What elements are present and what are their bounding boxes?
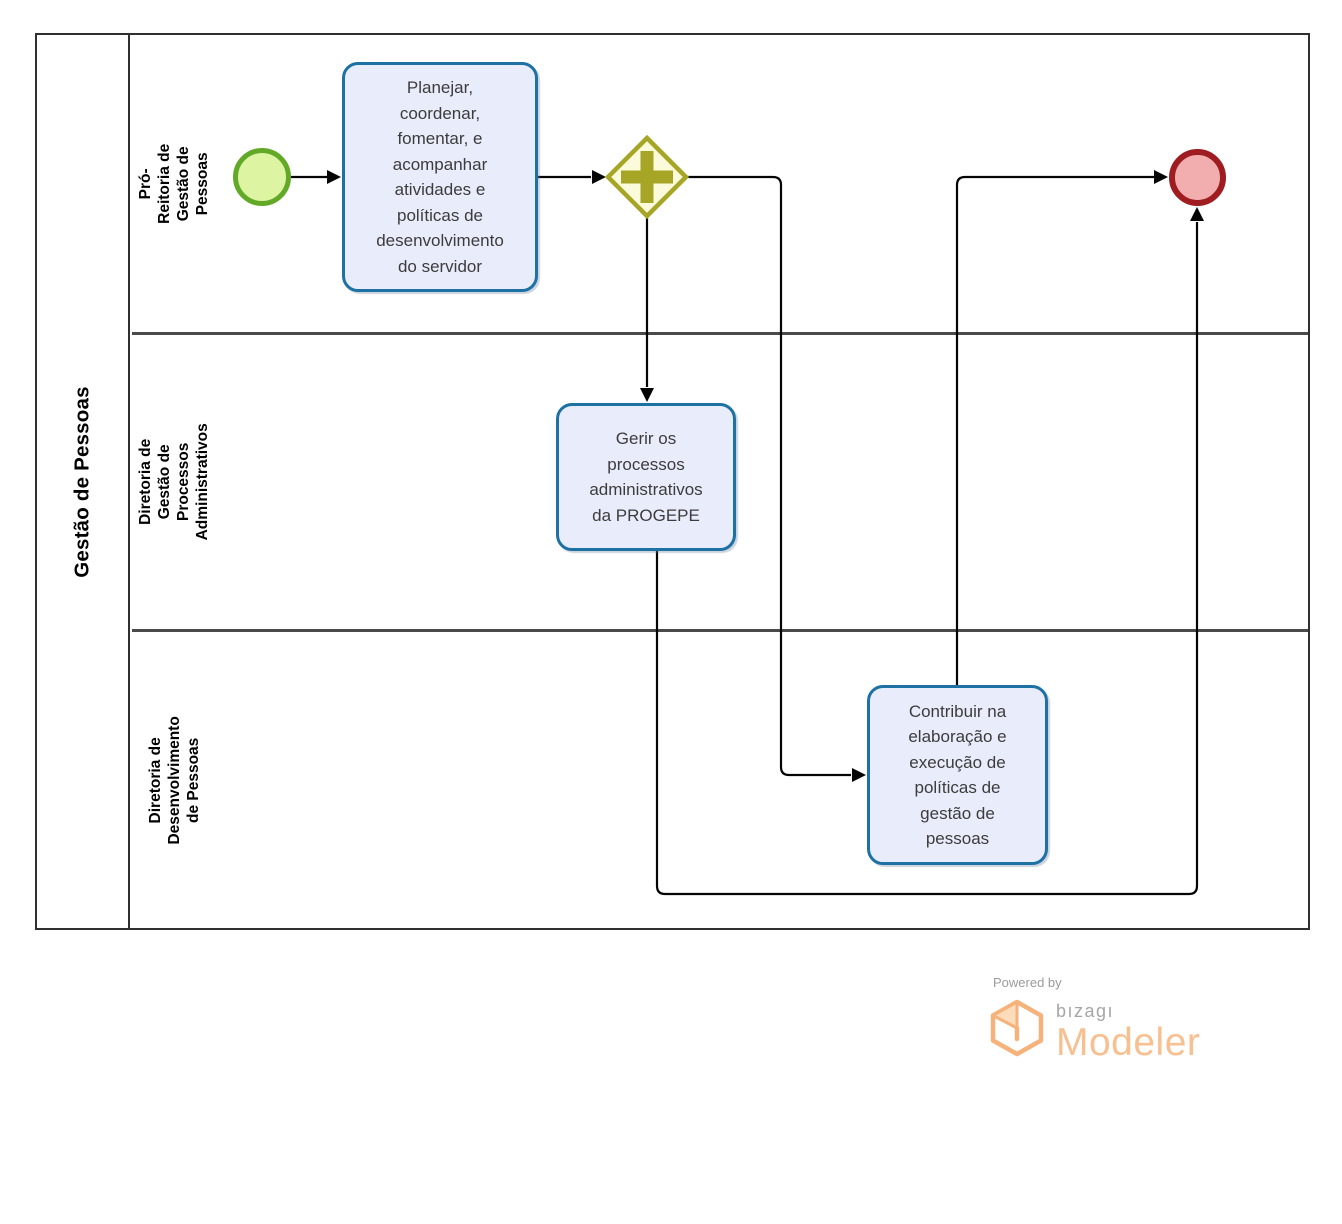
end-event[interactable] (1169, 149, 1226, 206)
bizagi-branding: Powered by bızagı Modeler (990, 975, 1250, 1062)
pool-label: Gestão de Pessoas (70, 385, 94, 578)
lane-label-diretoria-desenvolvimento: Diretoria de Desenvolvimento de Pessoas (146, 715, 202, 845)
start-event[interactable] (233, 148, 291, 206)
lane-pro-reitoria: Pró-Reitoria de Gestão de Pessoas (132, 35, 1308, 332)
task-label: Planejar, coordenar, fomentar, e acompan… (376, 78, 504, 276)
lane-label-diretoria-processos: Diretoria de Gestão de Processos Adminis… (137, 423, 211, 541)
task-label: Contribuir na elaboração e execução de p… (908, 701, 1007, 849)
bizagi-hexagon-icon (990, 999, 1044, 1057)
task-contribuir[interactable]: Contribuir na elaboração e execução de p… (867, 685, 1048, 865)
task-gerir[interactable]: Gerir os processos administrativos da PR… (556, 403, 736, 551)
lane-label-band: Diretoria de Desenvolvimento de Pessoas (134, 632, 216, 928)
task-label: Gerir os processos administrativos da PR… (589, 429, 703, 525)
lane-diretoria-desenvolvimento: Diretoria de Desenvolvimento de Pessoas (132, 629, 1308, 928)
parallel-gateway[interactable] (605, 135, 689, 219)
plus-icon (621, 151, 673, 203)
lane-label-band: Pró-Reitoria de Gestão de Pessoas (134, 35, 216, 332)
bizagi-wordmark: bızagı (1056, 1001, 1115, 1021)
powered-by-text: Powered by (993, 975, 1062, 990)
pool-label-band: Gestão de Pessoas (37, 35, 130, 928)
lane-label-pro-reitoria: Pró-Reitoria de Gestão de Pessoas (137, 143, 211, 224)
task-planejar[interactable]: Planejar, coordenar, fomentar, e acompan… (342, 62, 538, 292)
lane-label-band: Diretoria de Gestão de Processos Adminis… (134, 335, 216, 629)
modeler-wordmark: Modeler (1056, 1021, 1201, 1064)
